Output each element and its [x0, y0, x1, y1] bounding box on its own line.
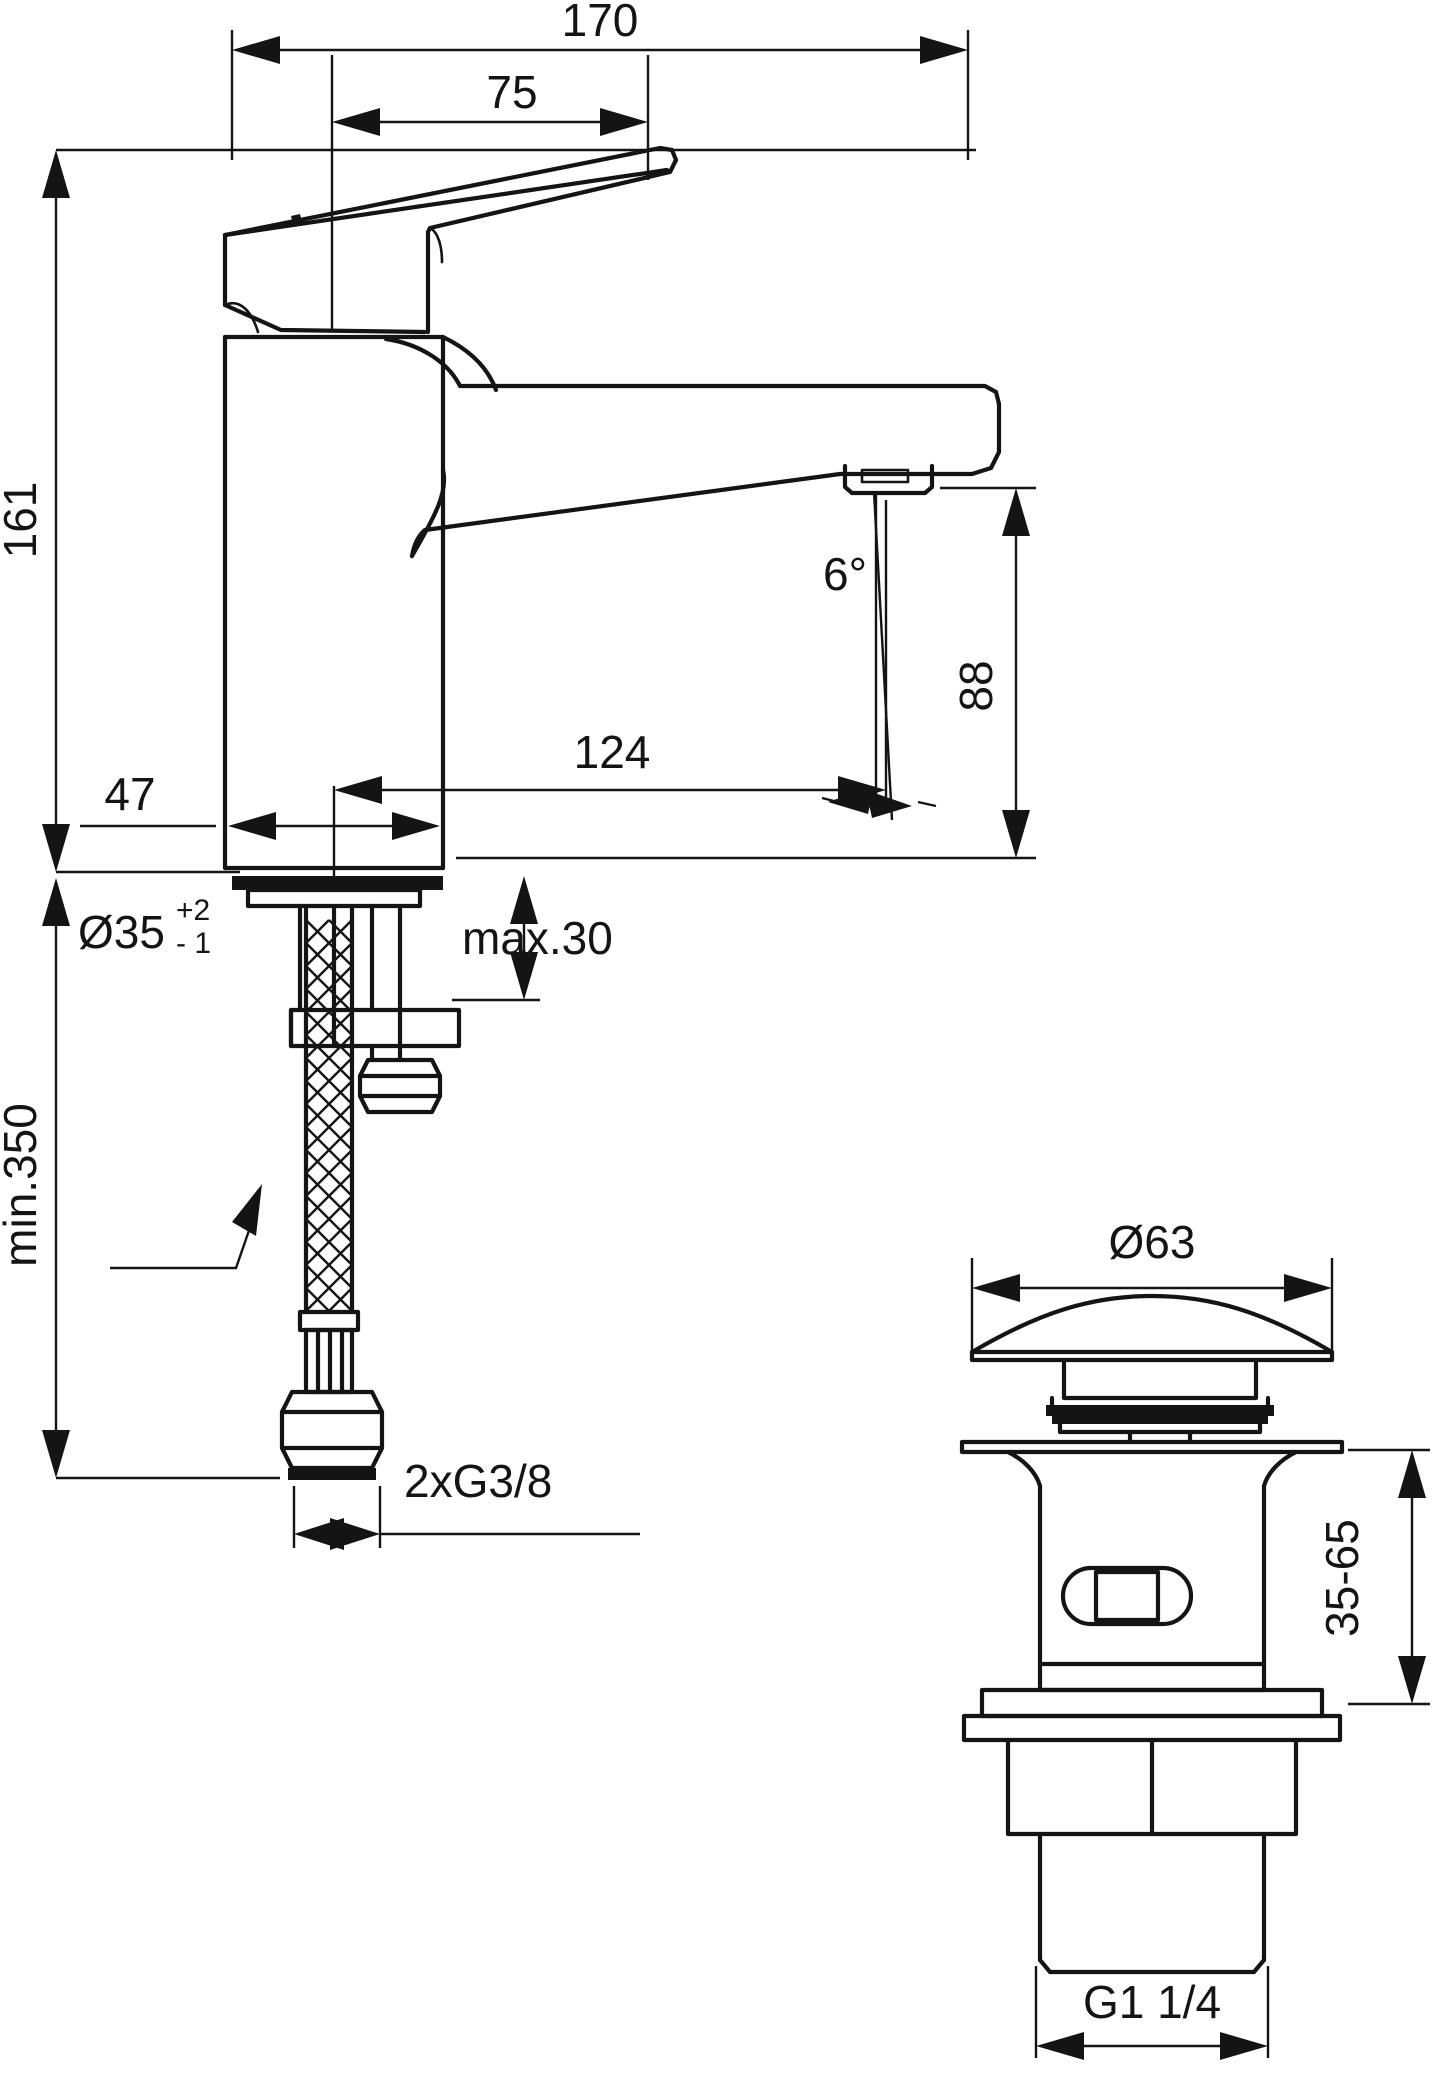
dim-label-min350: min.350	[0, 1103, 46, 1267]
dim-label-75: 75	[486, 66, 537, 118]
dim-label-tol-minus: - 1	[176, 927, 211, 960]
popup-waste-view	[959, 1293, 1345, 1975]
dim-label-tol-plus: +2	[176, 894, 210, 927]
dim-88	[456, 486, 1036, 860]
dim-label-dia-35: Ø35	[78, 906, 165, 958]
dim-170	[230, 30, 970, 160]
waste-spindle-stack	[1046, 1357, 1274, 1445]
dim-label-2xg38: 2xG3/8	[404, 1455, 552, 1507]
dim-dia-63	[970, 1258, 1334, 1360]
dim-35-65	[1348, 1448, 1430, 1706]
faucet-body-column	[222, 334, 446, 871]
dim-label-max30: max.30	[462, 912, 613, 964]
dim-label-35-65: 35-65	[1316, 1519, 1368, 1637]
dim-label-170: 170	[562, 0, 639, 46]
waste-collar	[961, 1661, 1343, 1743]
hose-braid-texture	[305, 919, 353, 1312]
dim-label-47: 47	[104, 768, 155, 820]
faucet-spout	[383, 334, 1002, 559]
dim-2xg38	[292, 1486, 640, 1550]
waste-flange	[959, 1439, 1345, 1489]
waste-outlet-tube	[1005, 1737, 1299, 1975]
dim-label-88: 88	[950, 660, 1002, 711]
faucet-elevation-view	[222, 145, 1002, 1480]
faucet-hex-nut	[357, 1057, 443, 1115]
dim-161	[42, 148, 976, 874]
faucet-mounting-plate	[288, 1007, 462, 1063]
dim-max30	[452, 876, 540, 1002]
hose-end-nut	[279, 1389, 385, 1480]
dim-label-161: 161	[0, 482, 46, 559]
dim-min350	[42, 878, 280, 1480]
dim-label-124: 124	[574, 726, 651, 778]
dimension-lines	[42, 30, 1430, 2060]
dim-g1-1-4	[1034, 1966, 1270, 2060]
dim-label-6deg: 6°	[823, 548, 867, 600]
dim-dia-35-leader	[110, 1184, 262, 1270]
faucet-flexible-hose	[297, 903, 361, 1395]
faucet-lever-handle	[222, 145, 679, 335]
dim-75	[330, 55, 650, 330]
dim-label-dia-63: Ø63	[1109, 1216, 1196, 1268]
waste-body-cylinder	[1037, 1483, 1267, 1667]
faucet-base-gasket	[232, 876, 443, 909]
waste-dome-cap	[969, 1293, 1335, 1363]
dim-label-g1-1-4: G1 1/4	[1083, 1976, 1221, 2028]
dimension-labels: 170 75 161 47 124 88 6° Ø35 +2 - 1 max.3…	[0, 0, 1368, 2028]
dim-6deg	[821, 491, 937, 821]
